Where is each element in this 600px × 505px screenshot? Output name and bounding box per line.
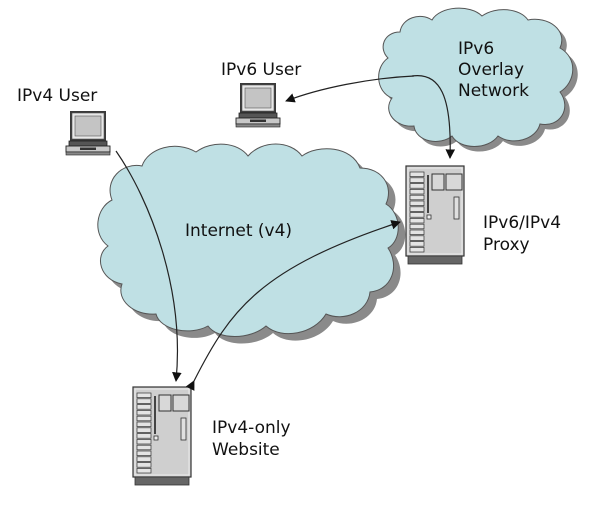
website-label-line: Website (212, 440, 280, 460)
overlay-label-line: Overlay (458, 60, 525, 80)
website-server-icon (132, 386, 192, 486)
ipv4-user-laptop-icon (65, 110, 111, 156)
proxy-label-line: Proxy (483, 235, 530, 255)
proxy-label-line: IPv6/IPv4 (483, 213, 562, 233)
ipv6-user-laptop-icon (235, 82, 281, 128)
edge-overlay-to-ipv6user (285, 75, 415, 103)
overlay-network-label: IPv6 Overlay Network (458, 39, 529, 102)
overlay-label-line: IPv6 (458, 39, 495, 59)
website-label: IPv4-only Website (212, 417, 291, 461)
internet-label: Internet (v4) (185, 221, 293, 241)
website-label-line: IPv4-only (212, 418, 291, 438)
internet-cloud-icon (97, 143, 406, 344)
ipv6-user-label: IPv6 User (221, 60, 302, 80)
proxy-server-icon (405, 165, 465, 265)
overlay-label-line: Network (458, 81, 529, 101)
edge-ipv4user-to-website (115, 150, 182, 382)
ipv4-user-label: IPv4 User (17, 86, 98, 106)
overlay-cloud-icon (378, 7, 578, 152)
edge-overlay-to-proxy (411, 75, 456, 159)
proxy-label: IPv6/IPv4 Proxy (483, 212, 561, 256)
edge-website-proxy (185, 220, 401, 391)
